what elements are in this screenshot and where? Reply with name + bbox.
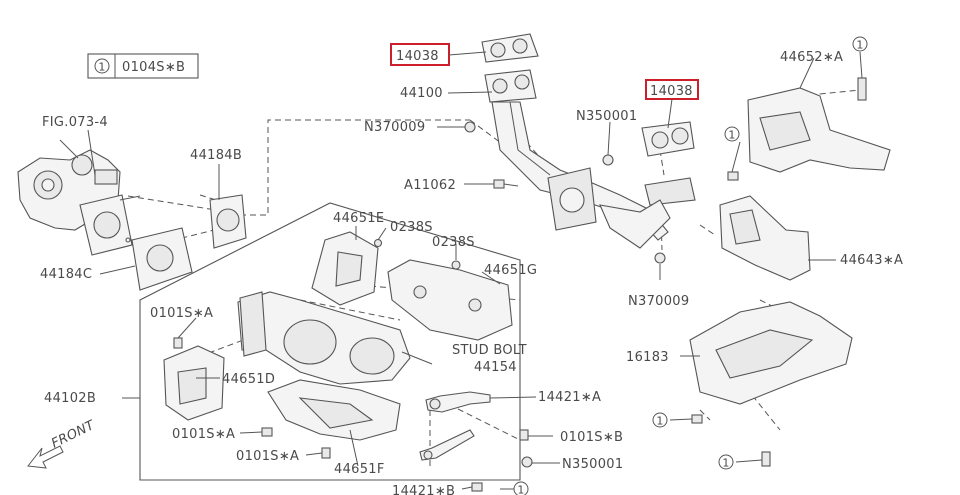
heat-shield-44651E bbox=[311, 231, 379, 306]
label-44184B: 44184B bbox=[190, 148, 242, 163]
front-arrow: FRONT bbox=[27, 418, 98, 469]
circle-ref-1a: 1 bbox=[856, 39, 863, 52]
label-A11062: A11062 bbox=[404, 178, 456, 193]
under-cover-16183 bbox=[689, 301, 853, 405]
label-leaders bbox=[87, 51, 863, 490]
label-44651F: 44651F bbox=[334, 462, 385, 477]
nuts bbox=[373, 121, 666, 468]
heat-shield-44643A bbox=[719, 195, 811, 281]
circle-ref-1c: 1 bbox=[656, 415, 663, 428]
label-14421B: 14421∗B bbox=[392, 484, 455, 495]
label-44643A: 44643∗A bbox=[840, 253, 903, 268]
catalytic-group-frame bbox=[139, 202, 521, 481]
label-stud-bolt: STUD BOLT bbox=[452, 343, 527, 358]
circle-ref-1d: 1 bbox=[722, 457, 729, 470]
gasket-44184C bbox=[131, 227, 193, 291]
label-N370009-upper: N370009 bbox=[364, 120, 425, 135]
label-N350001-upper: N350001 bbox=[576, 109, 637, 124]
bolts bbox=[173, 77, 867, 492]
label-44652A: 44652∗A bbox=[780, 50, 843, 65]
label-14038-top: 14038 bbox=[396, 49, 439, 64]
label-44184C: 44184C bbox=[40, 267, 92, 282]
catalytic-converter bbox=[237, 291, 411, 385]
turbo-flange bbox=[79, 194, 141, 256]
label-0101SA-low: 0101S∗A bbox=[236, 449, 299, 464]
legend-code: 0104S∗B bbox=[122, 60, 185, 75]
label-0101SA-top: 0101S∗A bbox=[150, 306, 213, 321]
label-0238S-a: 0238S bbox=[390, 220, 433, 235]
circle-ref-1e: 1 bbox=[517, 484, 524, 495]
circle-ref-1b: 1 bbox=[728, 129, 735, 142]
label-16183: 16183 bbox=[626, 350, 669, 365]
heat-shield-44651G bbox=[387, 259, 513, 341]
legend-circle-ref: 1 bbox=[98, 61, 105, 74]
bracket-14421A bbox=[425, 391, 491, 413]
label-14421A: 14421∗A bbox=[538, 390, 601, 405]
label-44100: 44100 bbox=[400, 86, 443, 101]
label-N350001-lower: N350001 bbox=[562, 457, 623, 472]
gasket-14038-top bbox=[481, 33, 539, 63]
label-44651E: 44651E bbox=[333, 211, 384, 226]
label-44651G: 44651G bbox=[484, 263, 537, 278]
label-fig-ref: FIG.073-4 bbox=[42, 115, 108, 130]
label-N370009-lower: N370009 bbox=[628, 294, 689, 309]
heat-shield-44651F bbox=[267, 379, 401, 441]
heat-shield-44651D bbox=[163, 345, 225, 421]
label-0101SB: 0101S∗B bbox=[560, 430, 623, 445]
label-44102B: 44102B bbox=[44, 391, 96, 406]
gasket-14038-right bbox=[641, 121, 695, 157]
label-0101SA-mid: 0101S∗A bbox=[172, 427, 235, 442]
legend-box: 1 0104S∗B bbox=[87, 53, 199, 79]
bracket-14421B bbox=[419, 429, 475, 461]
circled-refs: 1 1 1 1 1 bbox=[513, 36, 868, 495]
label-44651D: 44651D bbox=[222, 372, 275, 387]
front-label: FRONT bbox=[49, 418, 98, 452]
heat-shield-44652A bbox=[747, 87, 891, 173]
label-0238S-b: 0238S bbox=[432, 235, 475, 250]
label-14038-right: 14038 bbox=[650, 84, 693, 99]
gasket-44184B bbox=[209, 194, 247, 249]
label-44154: 44154 bbox=[474, 360, 517, 375]
front-exhaust-pipe bbox=[484, 69, 696, 249]
